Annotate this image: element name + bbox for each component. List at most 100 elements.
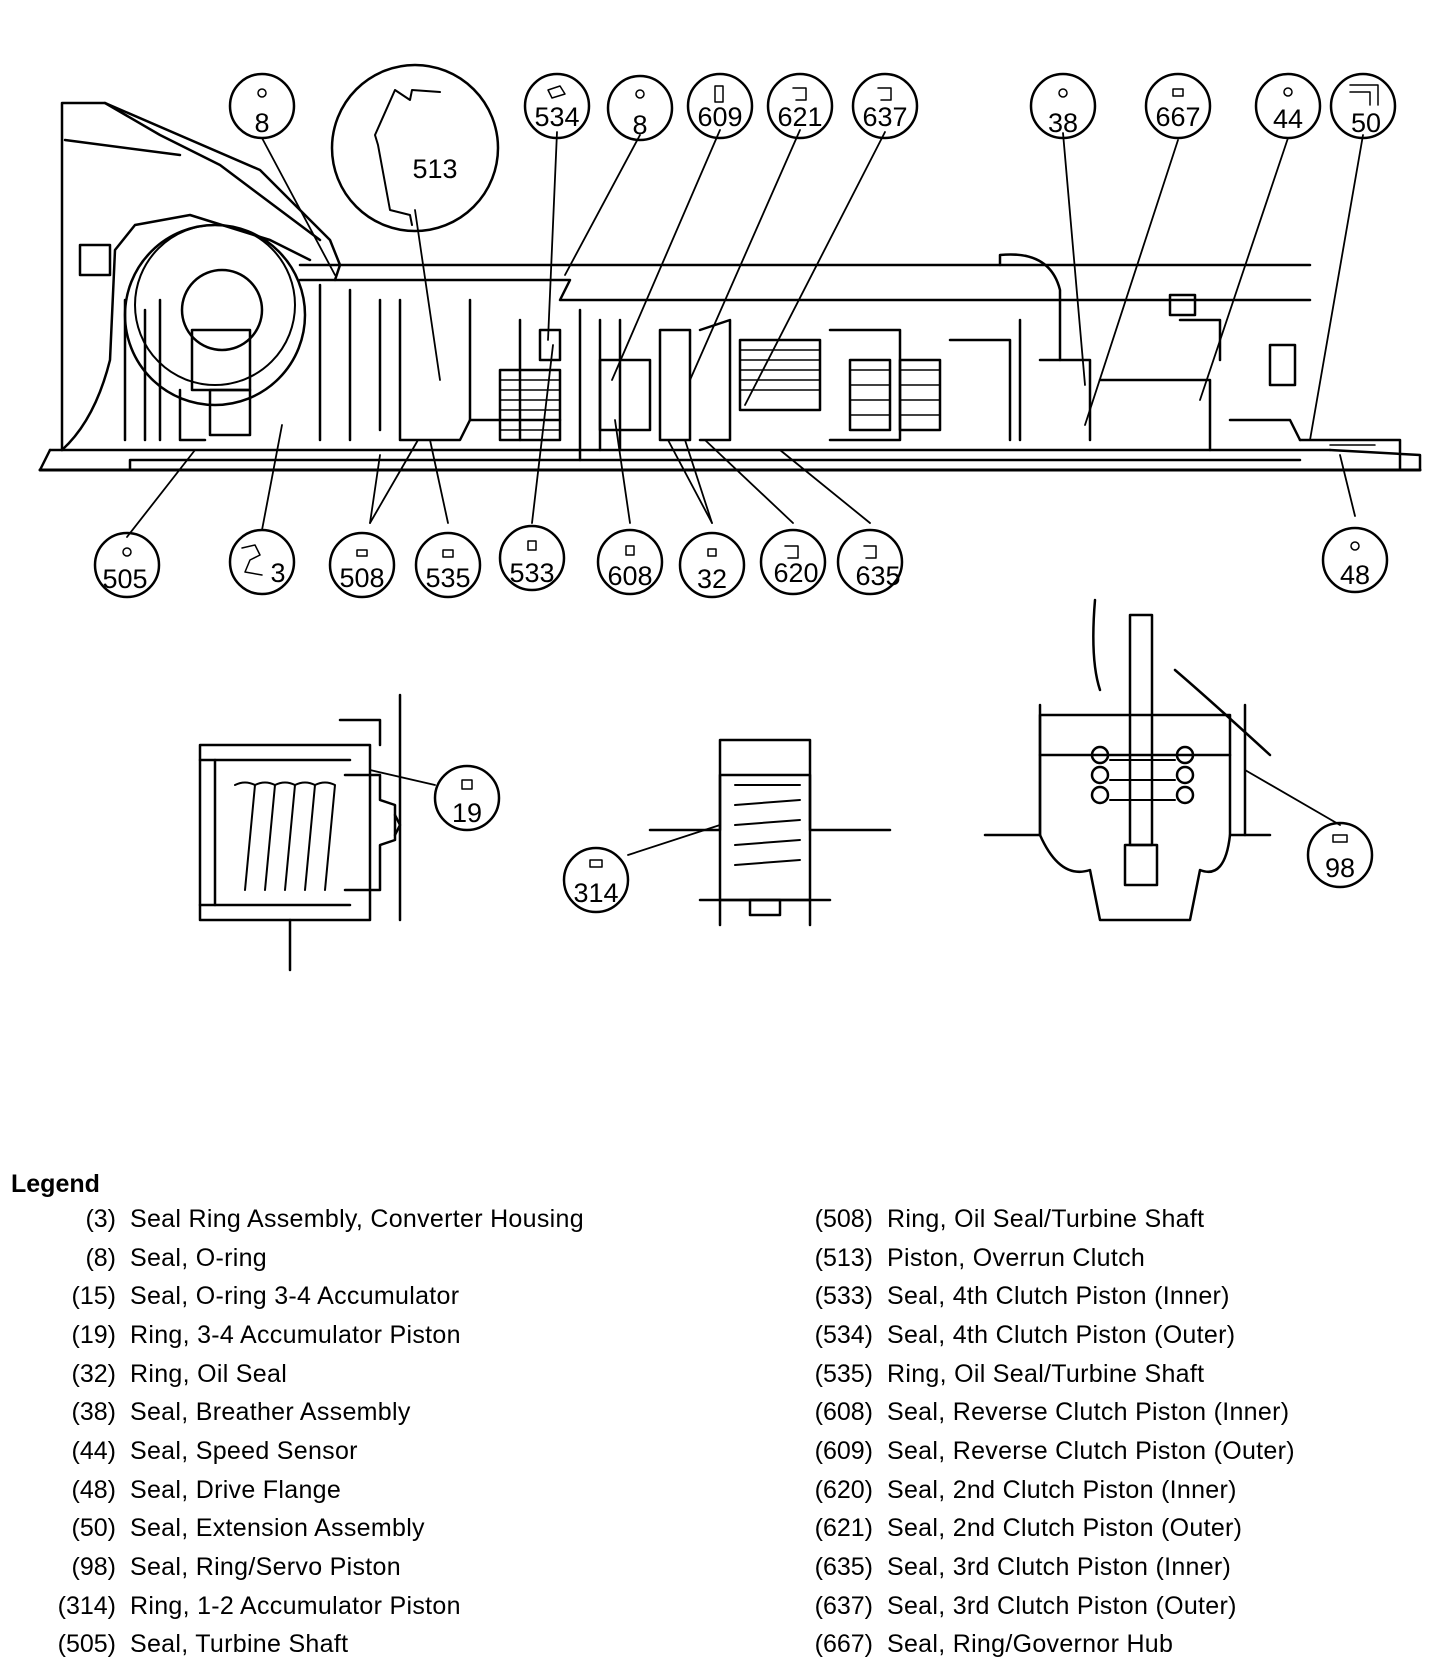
legend-item-text: Seal, Turbine Shaft <box>130 1630 349 1659</box>
legend-item: (38) Seal, Breather Assembly <box>30 1393 584 1432</box>
callout-label: 50 <box>1351 108 1381 138</box>
legend-item: (635) Seal, 3rd Clutch Piston (Inner) <box>795 1548 1295 1587</box>
legend-item: (50) Seal, Extension Assembly <box>30 1510 584 1549</box>
legend-item-text: Ring, 1-2 Accumulator Piston <box>130 1591 461 1620</box>
callout-637: 637 <box>851 72 919 140</box>
detail-accumulator-19 <box>198 693 402 972</box>
legend-item-number: (15) <box>71 1282 116 1311</box>
callout-621: 621 <box>766 72 834 140</box>
callout-label: 44 <box>1273 104 1303 134</box>
callout-label: 508 <box>339 563 384 593</box>
callout-label: 608 <box>607 561 652 591</box>
legend-item-text: Seal, Ring/Governor Hub <box>887 1630 1174 1659</box>
callout-8-top: 8 <box>606 74 674 142</box>
callout-667: 667 <box>1144 72 1212 140</box>
callout-513: 513 <box>330 63 500 233</box>
legend-item: (637) Seal, 3rd Clutch Piston (Outer) <box>795 1587 1295 1626</box>
legend-item-number: (505) <box>57 1630 116 1659</box>
legend-item-number: (533) <box>814 1282 873 1311</box>
legend-item-number: (50) <box>71 1514 116 1543</box>
callout-534: 534 <box>523 72 591 140</box>
legend-item-text: Seal, 4th Clutch Piston (Outer) <box>887 1320 1236 1349</box>
legend-item-text: Ring, Oil Seal <box>130 1359 288 1388</box>
main-cross-section <box>38 101 1422 472</box>
callout-38: 38 <box>1029 72 1097 140</box>
callout-98: 98 <box>1306 821 1374 889</box>
legend-item: (620) Seal, 2nd Clutch Piston (Inner) <box>795 1471 1295 1510</box>
legend-item: (533) Seal, 4th Clutch Piston (Inner) <box>795 1277 1295 1316</box>
legend-item-number: (620) <box>814 1475 873 1504</box>
legend-item: (508)Ring, Oil Seal/Turbine Shaft <box>795 1200 1295 1239</box>
legend-item-text: Seal, Reverse Clutch Piston (Inner) <box>887 1398 1290 1427</box>
legend-item-number: (513) <box>814 1243 873 1272</box>
legend-item-number: (621) <box>814 1514 873 1543</box>
legend-item-text: Seal, Extension Assembly <box>130 1514 425 1543</box>
legend-item-text: Seal, Speed Sensor <box>130 1436 358 1465</box>
callout-609: 609 <box>686 72 754 140</box>
detail-servo-98 <box>983 598 1272 922</box>
callout-533: 533 <box>498 524 566 592</box>
legend-item-text: Seal, Breather Assembly <box>130 1398 411 1427</box>
callout-label: 38 <box>1048 108 1078 138</box>
legend-item-number: (314) <box>57 1591 116 1620</box>
legend-item-number: (32) <box>71 1359 116 1388</box>
legend-item: (608) Seal, Reverse Clutch Piston (Inner) <box>795 1393 1295 1432</box>
legend-item: (513)Piston, Overrun Clutch <box>795 1239 1295 1278</box>
legend: Legend (3) Seal Ring Assembly, Converter … <box>0 1170 1456 1660</box>
legend-item-number: (667) <box>814 1630 873 1659</box>
legend-item: (314) Ring, 1-2 Accumulator Piston <box>30 1587 584 1626</box>
legend-item-number: (635) <box>814 1553 873 1582</box>
callout-label: 620 <box>773 558 818 588</box>
legend-item: (15) Seal, O-ring 3-4 Accumulator <box>30 1277 584 1316</box>
callout-label: 8 <box>632 110 647 140</box>
callout-label: 48 <box>1340 560 1370 590</box>
legend-item-number: (3) <box>85 1204 116 1233</box>
legend-item-number: (38) <box>71 1398 116 1427</box>
callout-608: 608 <box>596 528 664 596</box>
legend-item-text: Seal, O-ring 3-4 Accumulator <box>130 1282 460 1311</box>
legend-item: (505) Seal, Turbine Shaft <box>30 1626 584 1665</box>
legend-item-number: (608) <box>814 1398 873 1427</box>
legend-item-text: Seal, 3rd Clutch Piston (Inner) <box>887 1553 1232 1582</box>
callout-label: 19 <box>452 798 482 828</box>
callout-label: 3 <box>270 558 285 588</box>
legend-item: (48)Seal, Drive Flange <box>30 1471 584 1510</box>
legend-item-number: (98) <box>71 1553 116 1582</box>
legend-title: Legend <box>11 1170 100 1198</box>
callout-32: 32 <box>678 531 746 599</box>
legend-item-number: (44) <box>71 1436 116 1465</box>
legend-item-text: Ring, Oil Seal/Turbine Shaft <box>887 1204 1205 1233</box>
legend-item-text: Seal Ring Assembly, Converter Housing <box>130 1204 584 1233</box>
callout-label: 533 <box>509 558 554 588</box>
legend-item: (534)Seal, 4th Clutch Piston (Outer) <box>795 1316 1295 1355</box>
callout-label: 635 <box>855 561 900 591</box>
callout-3: 3 <box>228 528 296 596</box>
legend-item-number: (48) <box>71 1475 116 1504</box>
legend-item-text: Seal, 3rd Clutch Piston (Outer) <box>887 1591 1237 1620</box>
callout-label: 609 <box>697 102 742 132</box>
callout-label: 667 <box>1155 102 1200 132</box>
legend-item-text: Seal, 2nd Clutch Piston (Inner) <box>887 1475 1237 1504</box>
callout-620: 620 <box>759 528 827 596</box>
callout-508: 508 <box>328 531 396 599</box>
callouts: 8 513 534 8 609 621 <box>93 63 1397 914</box>
callout-314: 314 <box>562 846 630 914</box>
legend-item-text: Seal, 4th Clutch Piston (Inner) <box>887 1282 1230 1311</box>
legend-item-text: Seal, O-ring <box>130 1243 267 1272</box>
legend-item-text: Ring, Oil Seal/Turbine Shaft <box>887 1359 1205 1388</box>
legend-item: (609)Seal, Reverse Clutch Piston (Outer) <box>795 1432 1295 1471</box>
legend-column-left: (3) Seal Ring Assembly, Converter Housing… <box>30 1200 584 1664</box>
legend-item-number: (637) <box>814 1591 873 1620</box>
transmission-seal-diagram: 8 513 534 8 609 621 <box>38 63 1422 972</box>
legend-item: (8) Seal, O-ring <box>30 1239 584 1278</box>
legend-item-number: (19) <box>71 1320 116 1349</box>
callout-label: 513 <box>412 154 457 184</box>
legend-item-number: (535) <box>814 1359 873 1388</box>
callout-label: 621 <box>777 102 822 132</box>
legend-item-number: (609) <box>814 1436 873 1465</box>
callout-label: 535 <box>425 563 470 593</box>
legend-item-number: (8) <box>85 1243 116 1272</box>
callout-505: 505 <box>93 531 161 599</box>
callout-label: 32 <box>697 564 727 594</box>
legend-item: (3) Seal Ring Assembly, Converter Housing <box>30 1200 584 1239</box>
